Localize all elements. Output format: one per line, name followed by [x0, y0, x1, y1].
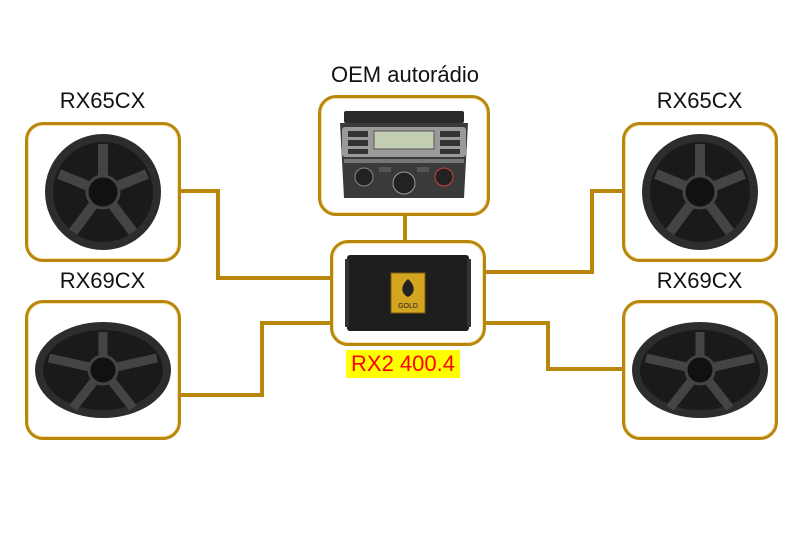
oval-speaker-icon [35, 322, 171, 418]
rear-right-speaker-label: RX69CX [656, 268, 743, 293]
amplifier-badge-text: GOLD [398, 303, 418, 310]
amplifier-model-label: RX2 400.4 [346, 350, 460, 378]
wire-amp-to-front-right [484, 189, 624, 274]
amplifier-box: GOLD [330, 240, 486, 346]
front-left-speaker-label: RX65CX [59, 88, 146, 113]
rear-left-speaker-box [25, 300, 181, 440]
round-speaker-icon [642, 134, 758, 250]
car-radio-icon [340, 111, 468, 198]
front-right-speaker-label: RX65CX [656, 88, 743, 113]
rear-right-speaker-box [622, 300, 778, 440]
amplifier-icon: GOLD [345, 255, 471, 331]
wire-amp-to-rear-left [180, 321, 332, 397]
head-unit-box [318, 95, 490, 216]
wire-amp-to-rear-right [484, 321, 624, 371]
round-speaker-icon [45, 134, 161, 250]
head-unit-label: OEM autorádio [331, 62, 479, 87]
front-left-speaker-box [25, 122, 181, 262]
front-right-speaker-box [622, 122, 778, 262]
rear-left-speaker-label: RX69CX [59, 268, 146, 293]
oval-speaker-icon [632, 322, 768, 418]
wire-amp-to-front-left [180, 189, 332, 280]
